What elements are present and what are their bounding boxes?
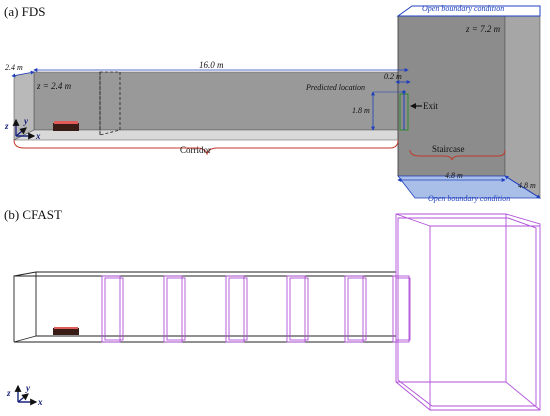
cfast-axis-y: y	[25, 383, 31, 393]
fds-axis-z: z	[4, 121, 9, 131]
cfast-fire-source	[53, 328, 79, 335]
staircase-side	[504, 15, 541, 199]
cfast-axis-x: x	[37, 397, 43, 407]
dimension-stair-width: 4.8 m 4.8 m	[397, 171, 541, 199]
partition-outline	[99, 71, 121, 136]
staircase-label: Staircase	[432, 144, 464, 154]
corridor-floor	[13, 129, 409, 141]
open-boundary-bottom-label: Open boundary condition	[428, 194, 510, 203]
height-label: 1.8 m	[352, 106, 370, 115]
cfast-staircase	[395, 213, 541, 411]
fire-source	[53, 123, 79, 131]
corridor-brace	[13, 139, 399, 156]
cfast-axis-z: z	[6, 388, 11, 398]
dimension-1-8m: 1.8 m	[352, 91, 404, 131]
fds-axes: z y x	[4, 116, 41, 141]
length-label: 16.0 m	[199, 60, 224, 70]
fds-staircase	[396, 5, 542, 199]
fds-axis-x: x	[35, 131, 41, 141]
exit-indicator: Exit	[410, 101, 438, 111]
staircase-top-boundary	[396, 5, 541, 17]
exit-label: Exit	[423, 101, 438, 111]
fds-corridor	[13, 71, 409, 141]
fds-axis-y: y	[23, 116, 29, 126]
dimension-0-2m: 0.2 m	[384, 72, 411, 84]
stair-width-b: 4.8 m	[518, 181, 536, 190]
predicted-location-label: Predicted location	[305, 83, 365, 92]
dimension-2-4m: 2.4 m	[5, 63, 35, 78]
corridor-height-label: z = 2.4 m	[36, 81, 72, 91]
dimension-16m: 16.0 m	[33, 60, 409, 72]
staircase-brace	[409, 149, 506, 161]
width-label: 2.4 m	[5, 63, 23, 72]
staircase-height-label: z = 7.2 m	[465, 24, 501, 34]
corridor-label: Corridor	[180, 145, 211, 155]
cfast-compartments	[101, 275, 411, 343]
fds-panel-label: (a) FDS	[4, 4, 46, 19]
cfast-panel-label: (b) CFAST	[4, 207, 62, 222]
open-boundary-top-label: Open boundary condition	[422, 4, 504, 13]
stair-width-a: 4.8 m	[445, 171, 463, 180]
cfast-model	[13, 213, 541, 411]
cfast-axes: z y x	[6, 383, 43, 407]
corridor-back-wall	[33, 71, 409, 131]
offset-label: 0.2 m	[384, 72, 402, 81]
